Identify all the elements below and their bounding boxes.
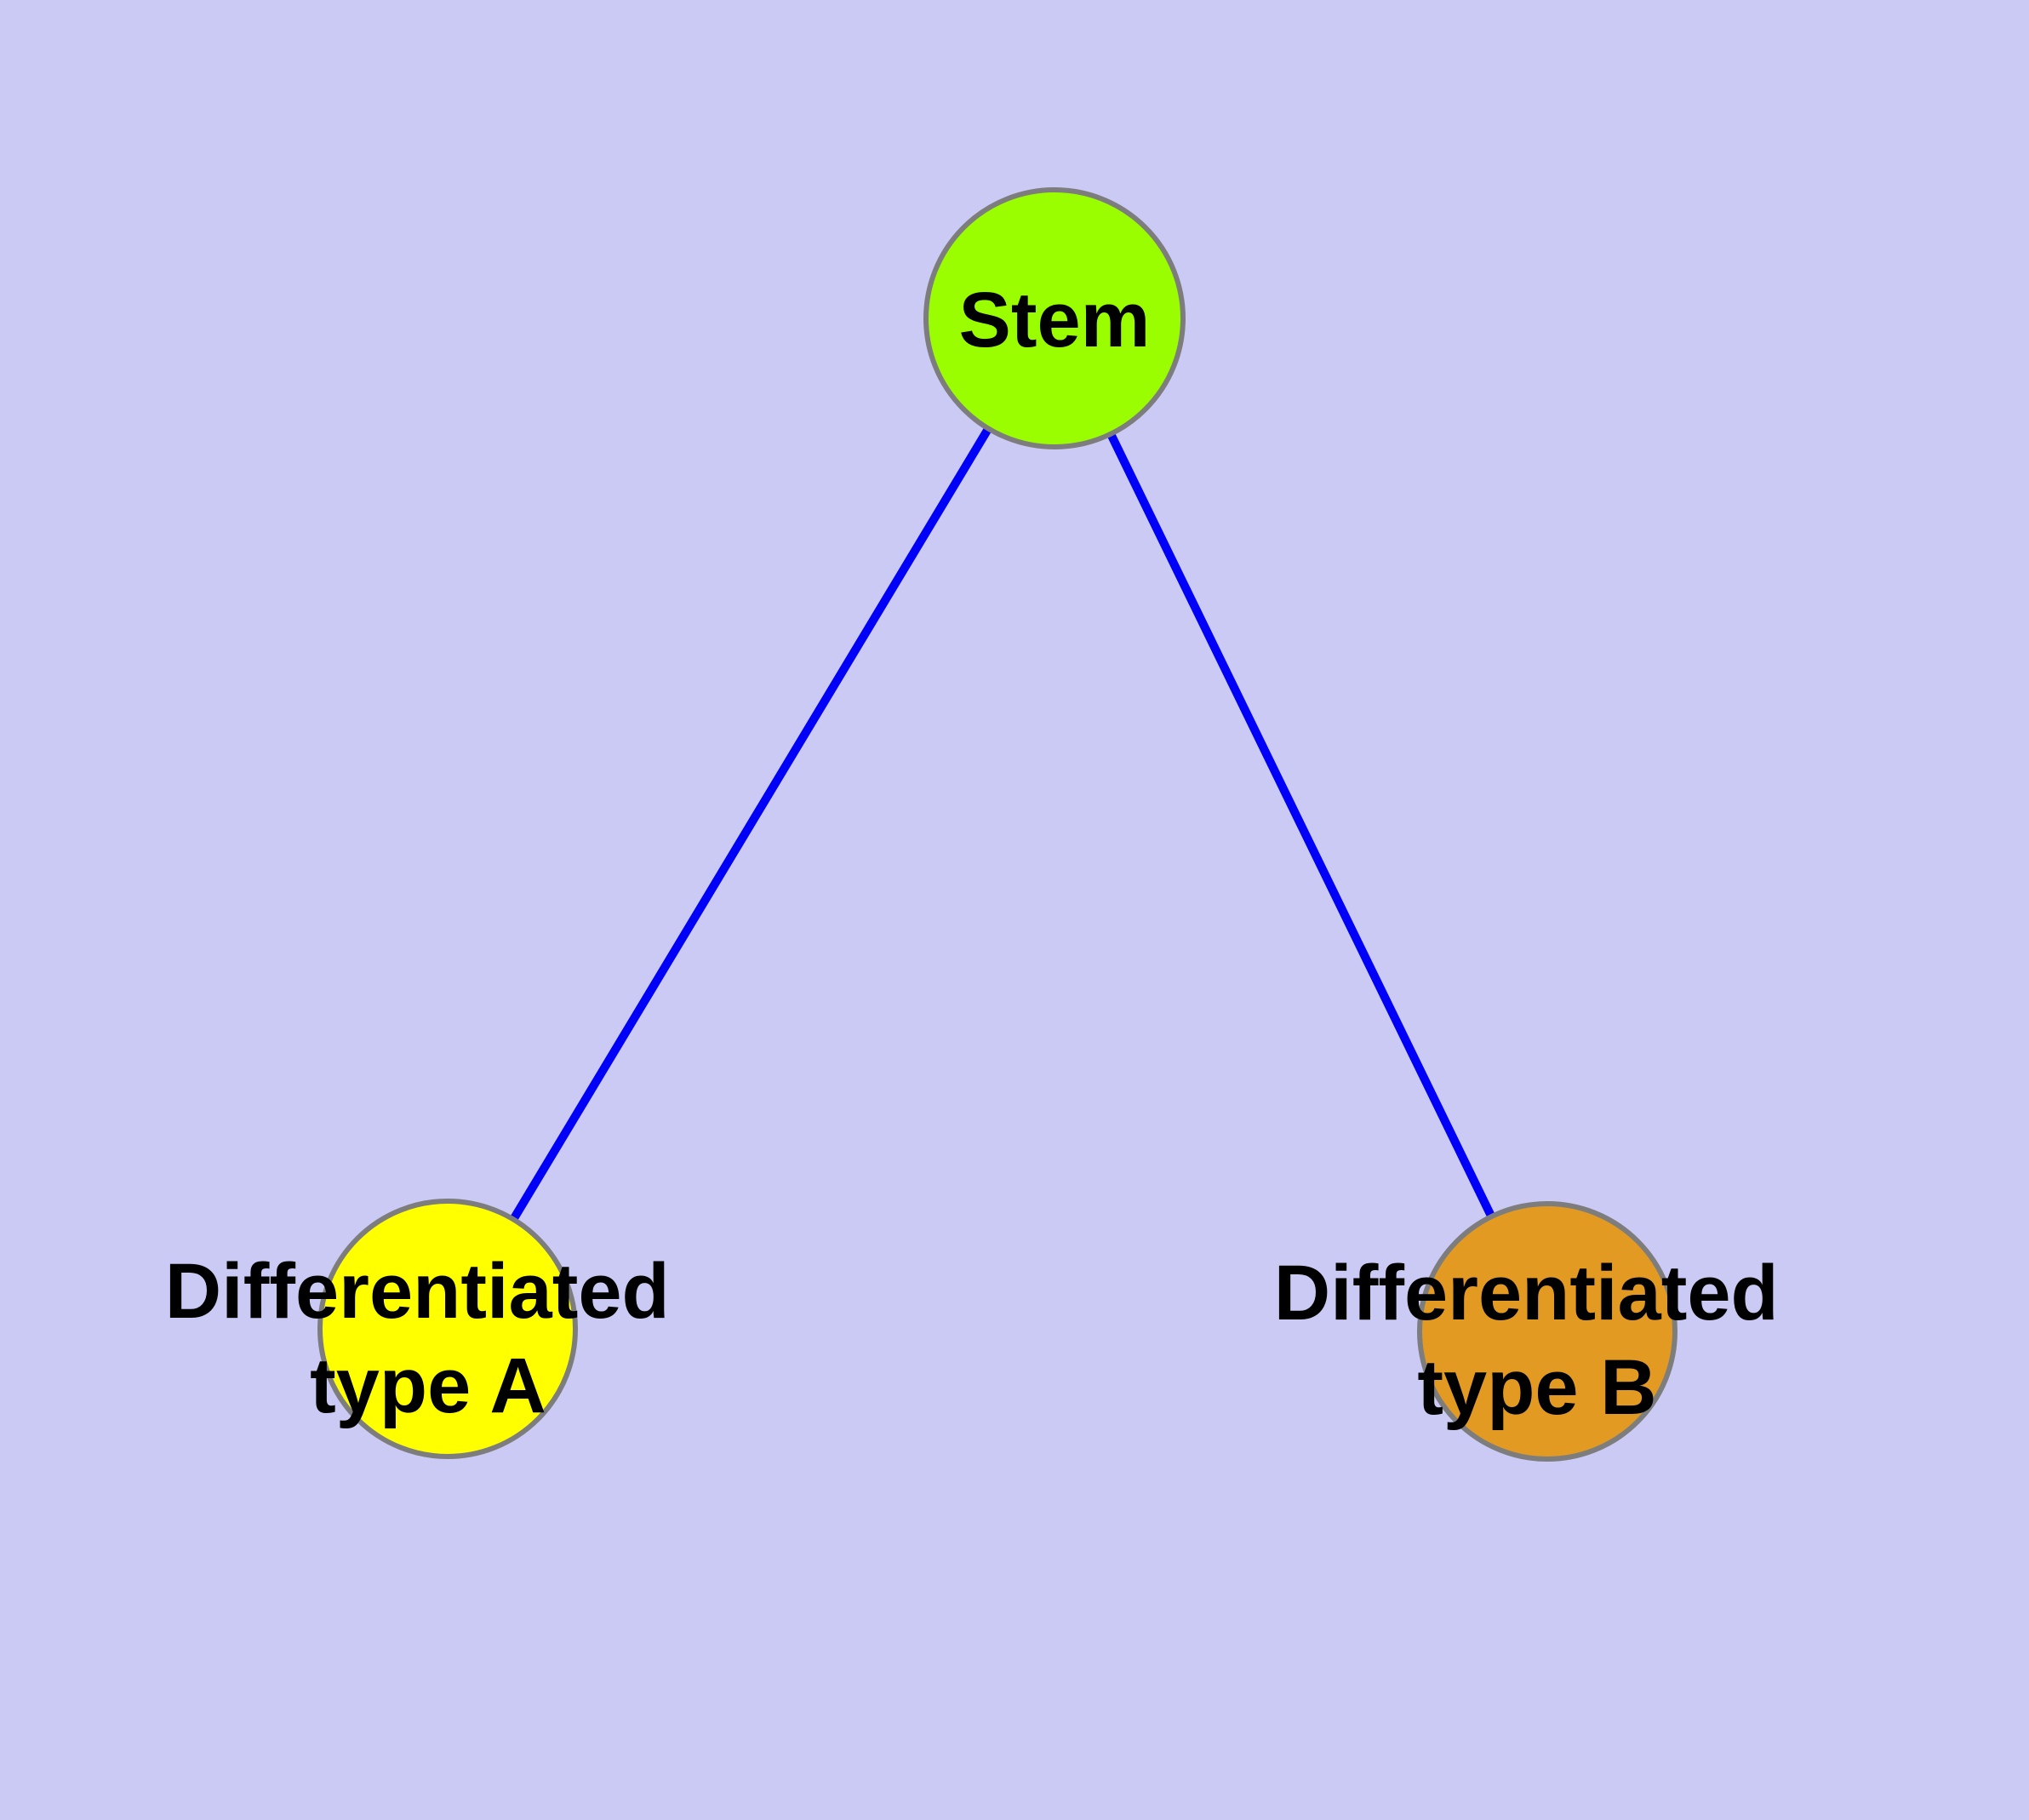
node-stem[interactable] (923, 187, 1186, 449)
node-type-a-label: Differentiated type A (165, 1248, 692, 1429)
node-type-b-label-line2: type B (1417, 1344, 1656, 1431)
node-type-a-label-line2: type A (310, 1342, 546, 1429)
node-differentiated-type-a[interactable] (317, 1199, 578, 1459)
edge-stem-to-type-a (443, 316, 1059, 1331)
edge-stem-to-type-b (1050, 316, 1552, 1334)
node-differentiated-type-b[interactable] (1417, 1201, 1677, 1462)
node-type-b-label-line1: Differentiated (1274, 1250, 1779, 1336)
node-type-b-label: Differentiated type B (1274, 1250, 1801, 1431)
node-type-a-label-line1: Differentiated (165, 1248, 670, 1335)
node-stem-label: Stem (959, 277, 1151, 363)
